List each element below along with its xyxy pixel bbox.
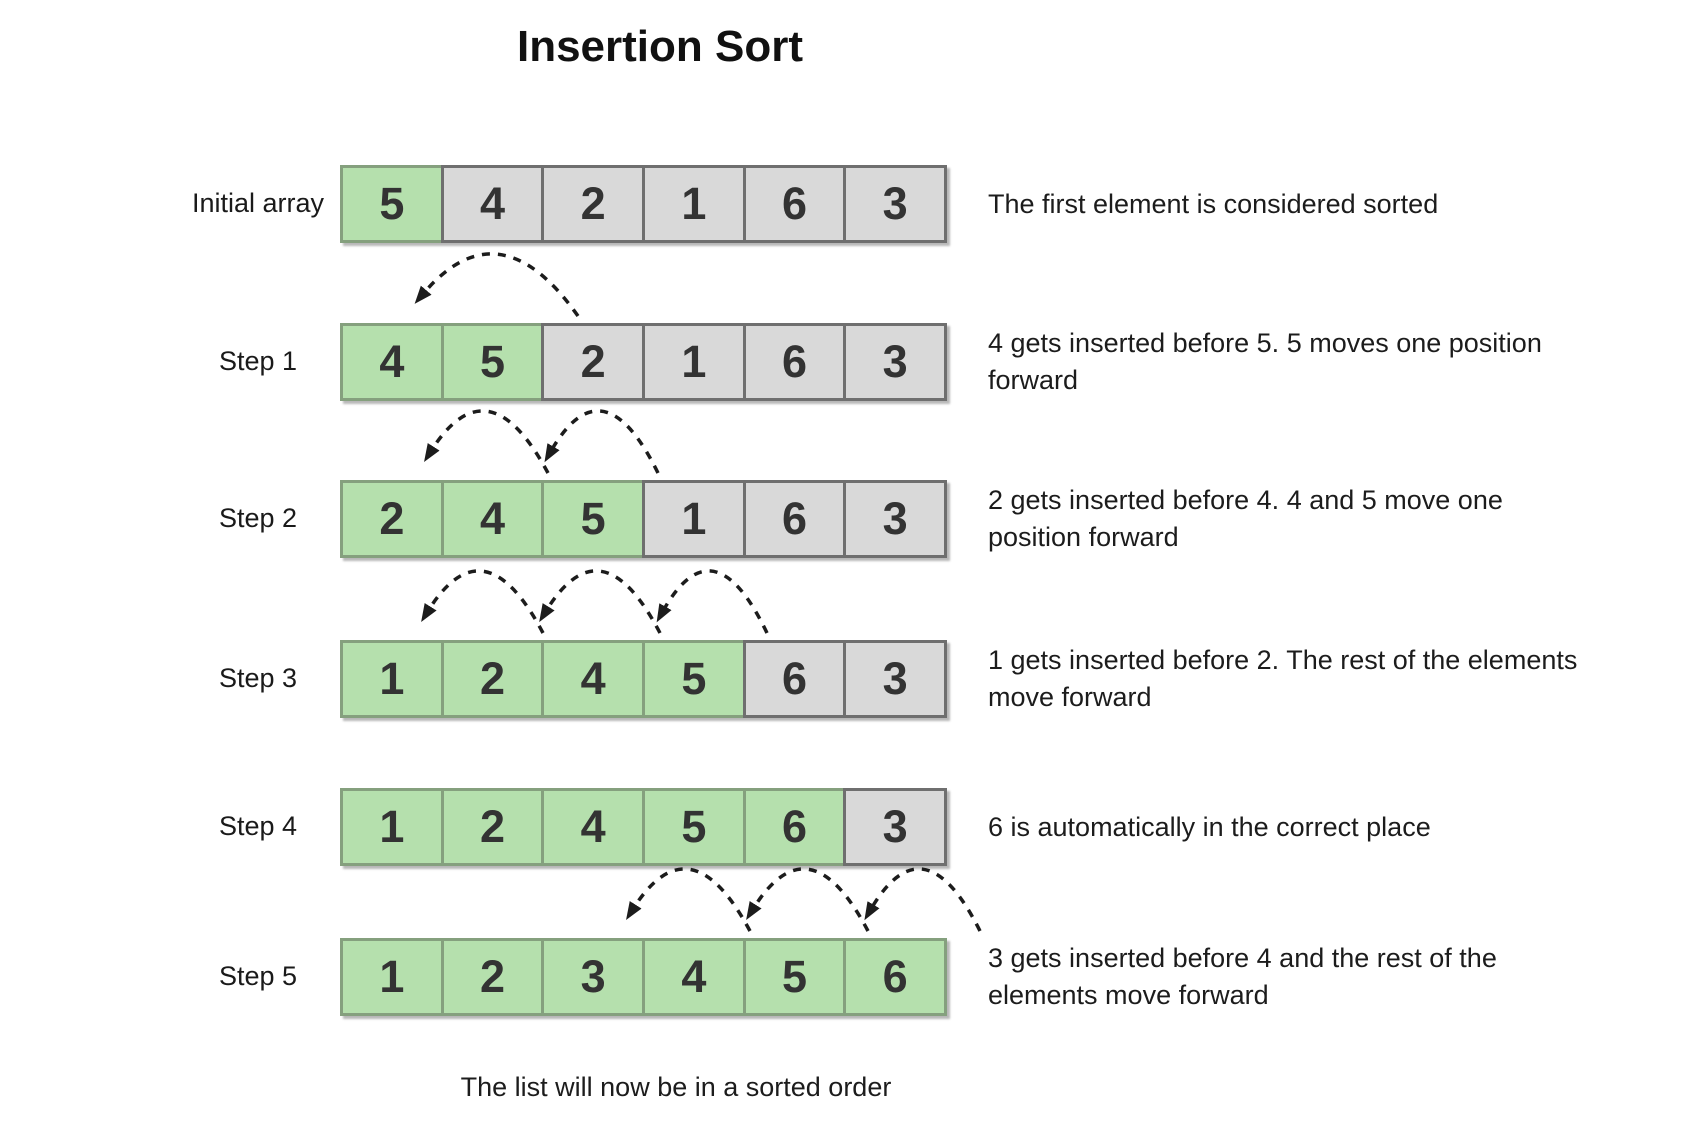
footer-note: The list will now be in a sorted order — [460, 1072, 892, 1102]
array-cell-sorted: 3 — [541, 938, 646, 1016]
row-caption: The first element is considered sorted — [988, 188, 1439, 219]
page-title: Insertion Sort — [516, 22, 804, 71]
array-cell-unsorted: 1 — [642, 165, 746, 243]
array-cell-sorted: 2 — [440, 640, 545, 718]
array-cell-sorted: 1 — [340, 640, 444, 718]
array-cell-unsorted: 3 — [843, 640, 948, 718]
swap-arc — [626, 867, 752, 932]
row-label: Initial array — [191, 188, 325, 218]
array-cell-sorted: 5 — [541, 480, 646, 558]
array-cell-sorted: 1 — [340, 938, 444, 1016]
array-cell-sorted: 4 — [642, 938, 746, 1016]
array-cell-unsorted: 3 — [843, 480, 948, 558]
row-caption: 2 gets inserted before 4. 4 and 5 move o… — [988, 485, 1503, 552]
array-cell-sorted: 5 — [642, 788, 746, 866]
swap-arrows — [421, 569, 769, 634]
array-cell-unsorted: 6 — [742, 323, 847, 401]
array-cell-sorted: 5 — [340, 165, 444, 243]
array-cell-unsorted: 6 — [742, 640, 847, 718]
array-cell-unsorted: 6 — [742, 165, 847, 243]
array-cell-sorted: 4 — [440, 480, 545, 558]
row-caption: 3 gets inserted before 4 and the rest of… — [988, 943, 1497, 1010]
array-cell-unsorted: 3 — [843, 165, 948, 243]
array-cell-sorted: 4 — [541, 640, 646, 718]
array-cell-sorted: 2 — [340, 480, 444, 558]
swap-arc — [539, 569, 662, 634]
array-cell-unsorted: 1 — [642, 480, 746, 558]
row-label: Step 4 — [218, 811, 298, 841]
array-cell-sorted: 4 — [541, 788, 646, 866]
array-cell-sorted: 6 — [742, 788, 847, 866]
array-cell-sorted: 6 — [843, 938, 948, 1016]
swap-arc — [544, 409, 660, 474]
swap-arc — [424, 409, 550, 474]
swap-arc — [864, 867, 982, 932]
row-caption: 1 gets inserted before 2. The rest of th… — [988, 645, 1578, 712]
array-cell-sorted: 5 — [642, 640, 746, 718]
array-cell-unsorted: 1 — [642, 323, 746, 401]
swap-arc — [746, 867, 870, 932]
swap-arc — [656, 569, 769, 634]
row-caption: 4 gets inserted before 5. 5 moves one po… — [988, 328, 1542, 395]
row-label: Step 2 — [218, 503, 298, 533]
array-cell-unsorted: 2 — [541, 165, 646, 243]
array-cell-sorted: 2 — [440, 938, 545, 1016]
swap-arc — [414, 252, 580, 318]
array-cell-unsorted: 2 — [541, 323, 646, 401]
array-cell-unsorted: 4 — [440, 165, 545, 243]
array-cell-unsorted: 6 — [742, 480, 847, 558]
swap-arrows — [414, 252, 580, 318]
array-cell-unsorted: 3 — [843, 323, 948, 401]
swap-arc — [421, 569, 545, 634]
array-cell-sorted: 1 — [340, 788, 444, 866]
swap-arrows — [424, 409, 660, 474]
array-cell-sorted: 5 — [440, 323, 545, 401]
row-label: Step 1 — [218, 346, 298, 376]
row-label: Step 5 — [218, 961, 298, 991]
array-cell-sorted: 2 — [440, 788, 545, 866]
array-cell-sorted: 4 — [340, 323, 444, 401]
array-cell-unsorted: 3 — [843, 788, 948, 866]
array-cell-sorted: 5 — [742, 938, 847, 1016]
swap-arrows — [626, 867, 982, 932]
row-caption: 6 is automatically in the correct place — [988, 811, 1431, 842]
row-label: Step 3 — [218, 663, 298, 693]
